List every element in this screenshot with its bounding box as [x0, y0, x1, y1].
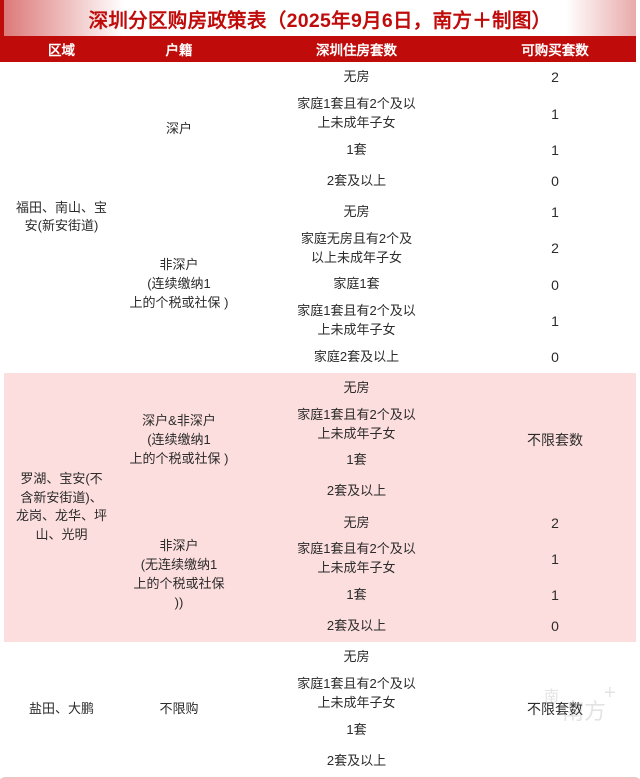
region-cell: 福田、南山、宝 安(新安街道) — [4, 62, 119, 373]
houses-cell: 2套及以上 — [326, 618, 387, 634]
quota-cell: 1 — [551, 551, 559, 568]
region-band: 盐田、大鹏 不限购 无房家庭1套且有2个及以 上未成年子女 1套 2套及以上 不限套数 — [4, 642, 636, 777]
table-body: 福田、南山、宝 安(新安街道)深户非深户 (连续缴纳1 上的个税或社保 )无房家… — [0, 62, 640, 779]
houses-column: 无房家庭1套且有2个及以 上未成年子女 1套 2套及以上 — [239, 642, 474, 777]
houses-cell: 1套 — [346, 587, 367, 603]
houses-cell: 1套 — [346, 141, 367, 157]
quota-cell: 1 — [551, 105, 559, 122]
column-header-houses: 深圳住房套数 — [316, 43, 397, 58]
hukou-column: 深户&非深户 (连续缴纳1 上的个税或社保 ) 非深户 (无连续缴纳1 上的个税或… — [119, 373, 239, 642]
hukou-column: 不限购 — [119, 642, 239, 777]
houses-cell: 2套及以上 — [326, 172, 387, 188]
houses-cell: 2套及以上 — [326, 752, 387, 768]
houses-cell: 家庭1套 — [333, 276, 380, 292]
region-label: 罗湖、宝安(不 含新安街道)、 龙岗、龙华、坪 山、光明 — [15, 470, 107, 543]
region-label: 福田、南山、宝 安(新安街道) — [15, 199, 107, 234]
quota-cell: 0 — [551, 276, 559, 293]
quota-cell: 0 — [551, 349, 559, 365]
quota-column: 不限套数 — [474, 642, 636, 777]
column-header-region: 区域 — [48, 43, 75, 58]
quota-cell: 2 — [551, 69, 559, 86]
region-cell: 盐田、大鹏 — [4, 642, 119, 777]
hukou-cell: 非深户 (无连续缴纳1 上的个税或社保 )) — [133, 538, 225, 610]
quota-cell: 2 — [551, 514, 559, 531]
column-header-quota: 可购买套数 — [521, 43, 589, 58]
houses-cell: 1套 — [346, 452, 367, 468]
quota-column: 不限套数 2 1 1 0 — [474, 373, 636, 642]
region-band: 罗湖、宝安(不 含新安街道)、 龙岗、龙华、坪 山、光明深户&非深户 (连续缴纳… — [4, 372, 636, 643]
houses-cell: 无房 — [343, 514, 370, 530]
houses-cell: 家庭1套且有2个及以 上未成年子女 — [297, 541, 416, 576]
quota-cell: 1 — [551, 141, 559, 158]
houses-cell: 无房 — [343, 649, 370, 665]
title-bar: 深圳分区购房政策表（2025年9月6日，南方＋制图） — [0, 0, 640, 36]
table-header-row: 区域 户籍 深圳住房套数 可购买套数 — [0, 36, 640, 62]
houses-cell: 无房 — [343, 203, 370, 219]
region-cell: 罗湖、宝安(不 含新安街道)、 龙岗、龙华、坪 山、光明 — [4, 373, 119, 642]
region-label: 盐田、大鹏 — [28, 701, 94, 717]
houses-cell: 1套 — [346, 721, 367, 737]
quota-cell: 1 — [551, 587, 559, 604]
quota-cell: 2 — [551, 240, 559, 257]
houses-cell: 2套及以上 — [326, 483, 387, 499]
houses-cell: 家庭1套且有2个及以 上未成年子女 — [297, 303, 416, 337]
hukou-cell: 不限购 — [159, 701, 199, 717]
hukou-cell: 深户 — [165, 120, 192, 136]
quota-cell-merged: 不限套数 — [527, 431, 583, 448]
hukou-column: 深户非深户 (连续缴纳1 上的个税或社保 ) — [119, 62, 239, 373]
region-band: 福田、南山、宝 安(新安街道)深户非深户 (连续缴纳1 上的个税或社保 )无房家… — [4, 62, 636, 373]
page-title: 深圳分区购房政策表（2025年9月6日，南方＋制图） — [88, 9, 552, 32]
houses-cell: 家庭2套及以上 — [313, 348, 400, 364]
houses-cell: 家庭1套且有2个及以 上未成年子女 — [297, 95, 416, 130]
houses-cell: 无房 — [343, 69, 370, 85]
houses-cell: 无房 — [343, 379, 370, 395]
houses-cell: 家庭1套且有2个及以 上未成年子女 — [297, 406, 416, 441]
hukou-cell: 深户&非深户 (连续缴纳1 上的个税或社保 ) — [129, 412, 229, 466]
quota-cell: 1 — [551, 204, 559, 221]
quota-column: 2 1 1 0 1 2 0 1 0 — [474, 62, 636, 373]
quota-cell: 1 — [551, 312, 559, 329]
quota-cell: 0 — [551, 618, 559, 635]
quota-cell-merged: 不限套数 — [527, 701, 583, 718]
column-header-hukou: 户籍 — [165, 43, 193, 58]
quota-cell: 0 — [551, 173, 559, 189]
hukou-cell: 非深户 (连续缴纳1 上的个税或社保 ) — [129, 257, 229, 311]
houses-cell: 家庭1套且有2个及以 上未成年子女 — [297, 676, 416, 711]
houses-cell: 家庭无房且有2个及 以上未成年子女 — [300, 230, 413, 265]
